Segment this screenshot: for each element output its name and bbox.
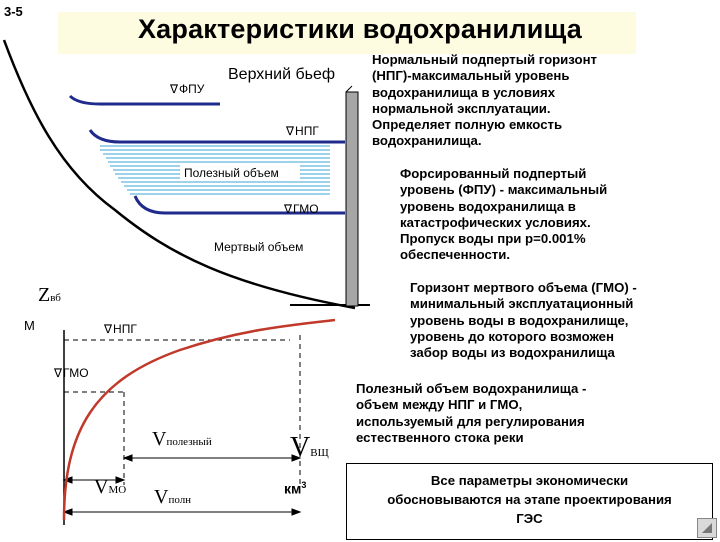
fpu-label: ∇ФПУ (170, 82, 205, 96)
volume-curve (62, 318, 336, 521)
note-box (346, 463, 713, 540)
dead-volume-label: Мертвый объем (214, 240, 304, 254)
m-label: М (24, 318, 35, 333)
graph-npg-label: ∇НПГ (104, 322, 137, 336)
slide-number: 3-5 (4, 4, 23, 19)
slide-nav-button[interactable] (697, 518, 717, 538)
useful-volume-hatching (100, 145, 330, 195)
fpu-level-line (68, 94, 220, 106)
km3-label: км3 (284, 480, 307, 497)
nav-arrow-icon (702, 523, 712, 533)
upper-pool-label: Верхний бьеф (228, 66, 336, 83)
useful-volume-definition: Полезный объем водохранилища - объем меж… (356, 381, 587, 445)
v-poln-label: Vполн (154, 486, 192, 508)
z-axis-label: Zвб (38, 284, 61, 306)
useful-volume-label: Полезный объем (182, 166, 281, 180)
npg-level-line (88, 129, 345, 144)
gmo-level-line (133, 195, 345, 215)
riverbed-profile (2, 39, 356, 310)
dam-body (345, 91, 359, 307)
fpu-definition: Форсированный подпертый уровень (ФПУ) - … (400, 166, 608, 263)
v-mo-label: VМО (94, 476, 127, 498)
npg-label: ∇НПГ (286, 124, 319, 138)
v-useful-label: Vполезный (152, 428, 212, 450)
gmo-label: ∇ГМО (284, 202, 319, 216)
note-text: Все параметры экономически обосновываютс… (387, 473, 672, 526)
npg-definition: Нормальный подпертый горизонт (НПГ)-макс… (372, 52, 597, 149)
slide-title: Характеристики водохранилища (137, 14, 583, 44)
graph-gmo-label: ∇ГМО (54, 366, 89, 380)
title-background (58, 12, 636, 54)
v-vsh-label: VВЩ (290, 432, 329, 463)
gmo-definition: Горизонт мертвого объема (ГМО) - минимал… (410, 280, 637, 361)
